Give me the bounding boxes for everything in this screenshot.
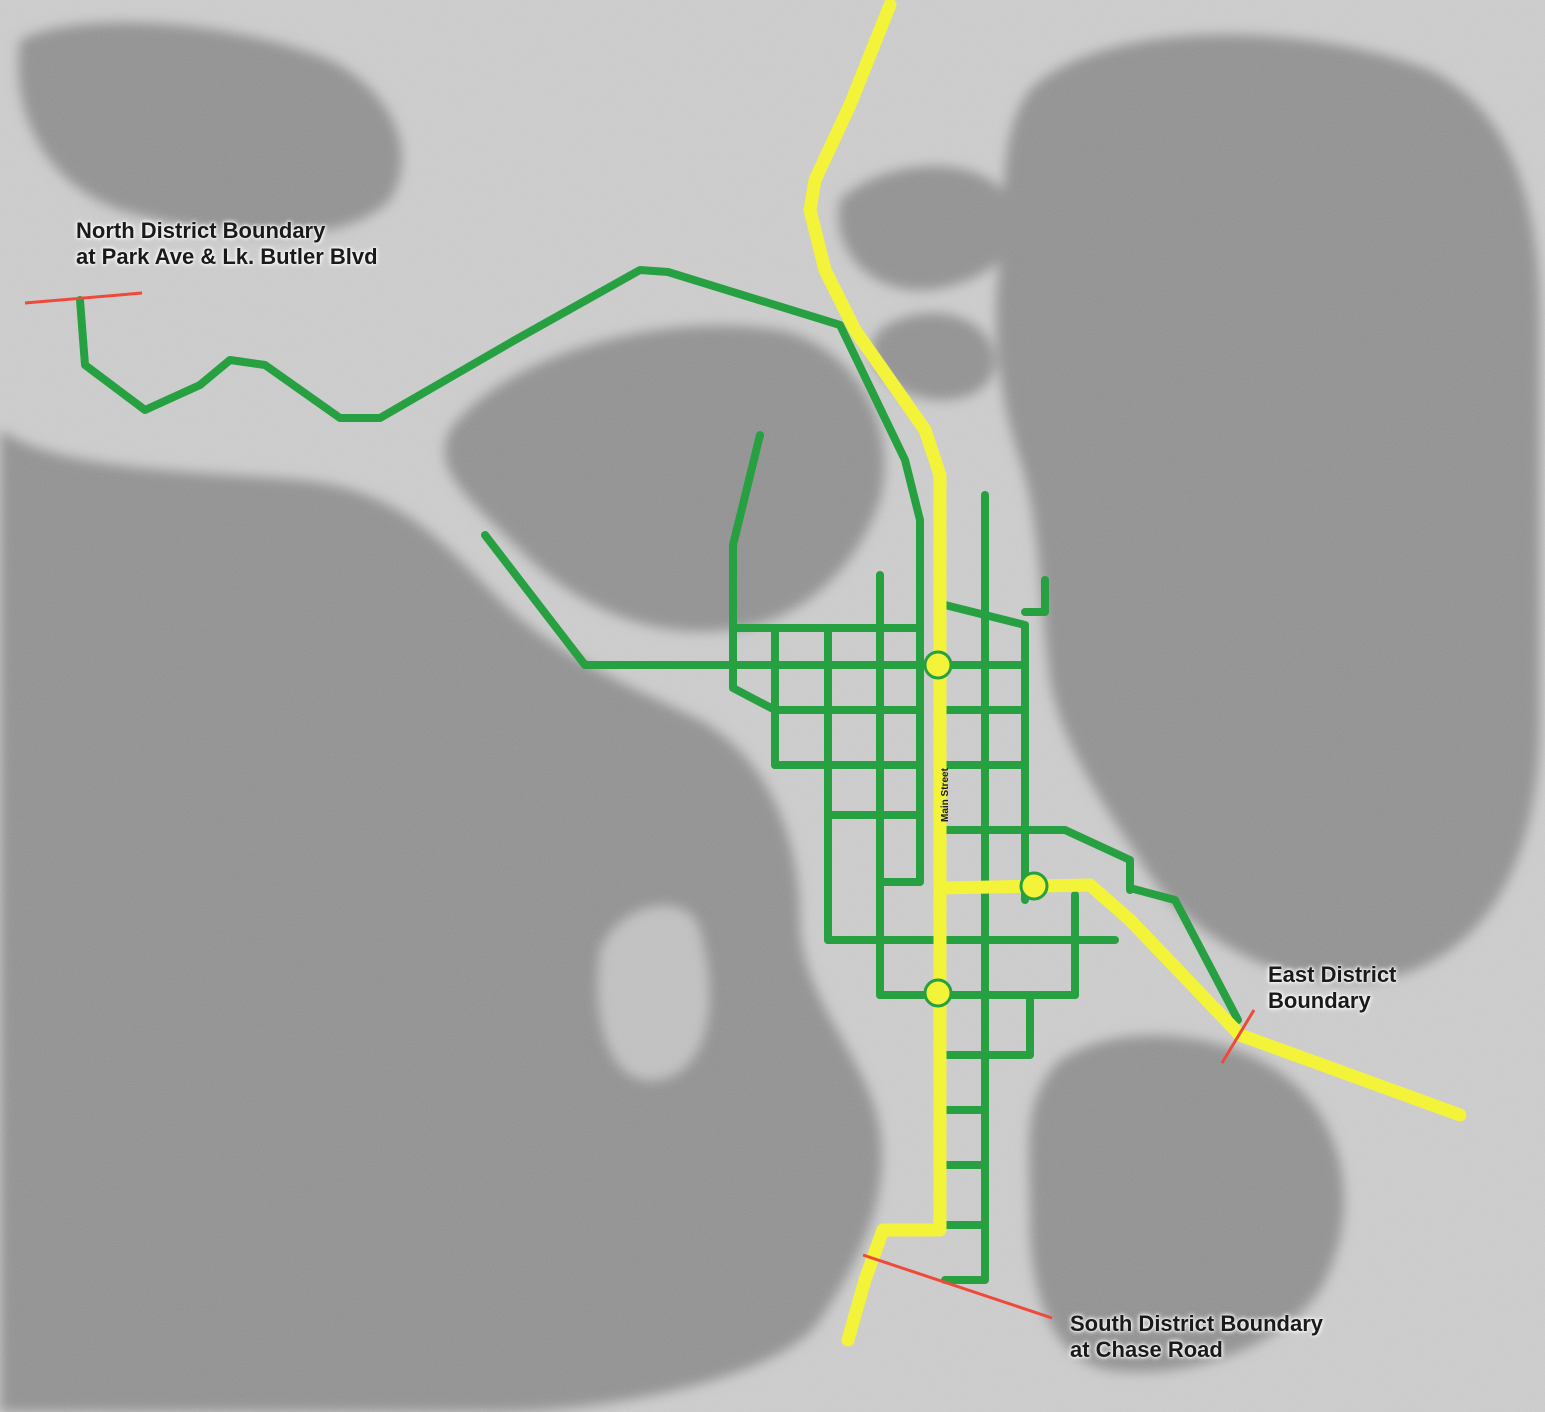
north-boundary-label: North District Boundary at Park Ave & Lk… [76, 218, 378, 270]
intersection-marker-south [923, 978, 953, 1008]
main-street-route [803, 0, 947, 1347]
green-west-branch [481, 531, 924, 669]
intersection-markers [923, 650, 1049, 1008]
green-northwest-branch [729, 431, 779, 714]
green-east-h1 [941, 601, 1029, 904]
east-boundary-line [1220, 1009, 1256, 1064]
boundary-lines [24, 291, 1256, 1320]
south-boundary-label-line1: South District Boundary [1070, 1311, 1324, 1336]
south-boundary-line [862, 1253, 1053, 1320]
green-east-spur [1021, 576, 1049, 616]
green-north-route [76, 266, 924, 886]
north-boundary-label-line2: at Park Ave & Lk. Butler Blvd [76, 244, 378, 269]
green-east-v1 [941, 491, 989, 1284]
north-boundary-label-line1: North District Boundary [76, 218, 326, 243]
green-route-network [76, 266, 1242, 1284]
intersection-marker-east [1019, 871, 1049, 901]
east-boundary-label-line1: East District [1268, 962, 1397, 987]
south-boundary-label: South District Boundary at Chase Road [1070, 1311, 1323, 1363]
green-east-route [1126, 884, 1242, 1024]
south-boundary-label-line2: at Chase Road [1070, 1337, 1223, 1362]
main-street-label: Main Street [940, 767, 951, 822]
green-south-v [941, 991, 1034, 1059]
green-east-h5 [941, 826, 1134, 894]
east-boundary-label: East District Boundary [1268, 962, 1396, 1014]
north-boundary-line [24, 291, 143, 305]
east-boundary-label-line2: Boundary [1268, 988, 1371, 1013]
intersection-marker-north [923, 650, 953, 680]
